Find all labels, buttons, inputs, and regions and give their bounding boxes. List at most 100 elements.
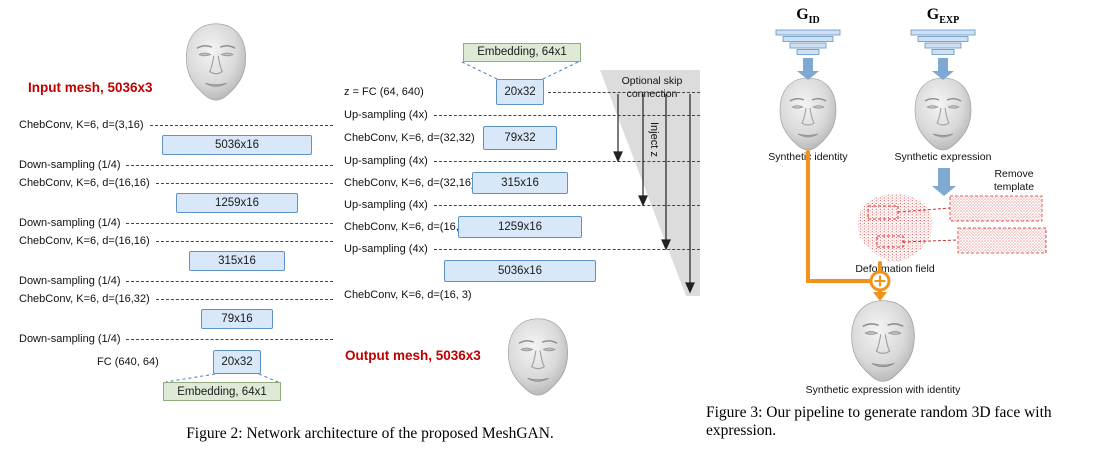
layer-row: Down-sampling (1/4) — [15, 330, 333, 348]
dashed-line — [149, 124, 333, 126]
layer-label: ChebConv, K=6, d=(32,16) — [344, 177, 475, 189]
skip-connection-label: Optional skip connection — [621, 75, 683, 101]
dashed-line — [126, 338, 333, 340]
result-face — [852, 301, 915, 382]
layer-row: Up-sampling (4x) — [340, 106, 700, 124]
embedding-row: Embedding, 64x1 — [340, 40, 700, 64]
layer-label: ChebConv, K=6, d=(32,32) — [344, 132, 475, 144]
generator-id-title: GID — [778, 6, 838, 26]
layer-row: ChebConv, K=6, d=(32,16) 315x16 — [340, 170, 700, 196]
layer-row: ChebConv, K=6, d=(16,16) — [15, 232, 333, 250]
layer-label: ChebConv, K=6, d=(16,16) — [19, 177, 150, 189]
synthetic-expression-face — [915, 78, 971, 150]
feature-row: 79x16 — [15, 308, 333, 330]
layer-row: ChebConv, K=6, d=(16,32) — [15, 290, 333, 308]
down-arrow-id-icon — [797, 58, 819, 80]
layer-label: ChebConv, K=6, d=(3,16) — [19, 119, 144, 131]
result-label: Synthetic expression with identity — [805, 384, 961, 396]
layer-row: ChebConv, K=6, d=(16,16) 1259x16 — [340, 214, 700, 240]
remove-template-arrow-icon — [932, 168, 956, 196]
feature-row: 1259x16 — [15, 192, 333, 214]
dashed-line — [155, 240, 333, 242]
feature-map-box: 315x16 — [189, 251, 285, 271]
dashed-line — [155, 298, 333, 300]
inject-z-label: Inject z — [648, 122, 660, 157]
layer-label: Down-sampling (1/4) — [19, 275, 121, 287]
feature-map-box: 79x32 — [483, 126, 557, 150]
layer-row: Down-sampling (1/4) — [15, 214, 333, 232]
dashed-line — [126, 222, 333, 224]
feature-row: 5036x16 — [340, 258, 700, 284]
output-mesh-label: Output mesh, 5036x3 — [345, 348, 481, 363]
input-face-mesh — [186, 24, 245, 100]
gid-main: G — [796, 6, 809, 23]
synthetic-expression-label: Synthetic expression — [894, 151, 992, 163]
gexp-sub: EXP — [939, 15, 960, 27]
layer-row: ChebConv, K=6, d=(32,32) 79x32 — [340, 124, 700, 152]
layer-row: Up-sampling (4x) — [340, 152, 700, 170]
latent-box: 20x32 — [496, 79, 544, 105]
fc-label: z = FC (64, 640) — [344, 86, 424, 98]
feature-map-box: 1259x16 — [176, 193, 298, 213]
layer-label: Up-sampling (4x) — [344, 155, 428, 167]
gexp-main: G — [926, 6, 940, 23]
decoder-column: Embedding, 64x1 z = FC (64, 640) 20x32 U… — [340, 40, 700, 306]
dashed-line — [433, 248, 700, 250]
feature-map-box: 1259x16 — [458, 216, 582, 238]
layer-label: Down-sampling (1/4) — [19, 217, 121, 229]
feature-map-box: 79x16 — [201, 309, 273, 329]
dashed-line — [126, 280, 333, 282]
encoder-column: ChebConv, K=6, d=(3,16) 5036x16 Down-sam… — [15, 116, 333, 376]
feature-row: 5036x16 — [15, 134, 333, 156]
deformation-field-face — [857, 194, 933, 262]
deformation-zoom-boxes — [867, 205, 959, 248]
dashed-line — [548, 92, 700, 93]
layer-label: ChebConv, K=6, d=(16,16) — [19, 235, 150, 247]
input-mesh-label: Input mesh, 5036x3 — [28, 80, 153, 95]
latent-box: 20x32 — [213, 350, 261, 374]
layer-row: Down-sampling (1/4) — [15, 272, 333, 290]
fc-row: FC (640, 64) 20x32 — [15, 348, 333, 376]
output-face-mesh — [508, 319, 567, 395]
synthetic-identity-label: Synthetic identity — [768, 151, 848, 163]
layer-label: ChebConv, K=6, d=(16,32) — [19, 293, 150, 305]
remove-template-label: Remove template — [993, 168, 1035, 193]
dashed-line — [433, 160, 700, 162]
layer-label: Up-sampling (4x) — [344, 243, 428, 255]
fc-label: FC (640, 64) — [97, 356, 159, 368]
figure2-caption: Figure 2: Network architecture of the pr… — [186, 425, 554, 442]
dashed-line — [433, 204, 700, 206]
layer-label: Up-sampling (4x) — [344, 109, 428, 121]
deformation-zoom-patch-2 — [957, 227, 1047, 254]
generator-exp-title: GEXP — [913, 6, 973, 26]
merge-arrowhead-icon — [873, 292, 887, 301]
layer-row: Up-sampling (4x) — [340, 196, 700, 214]
layer-label: Down-sampling (1/4) — [19, 159, 121, 171]
feature-map-box: 315x16 — [472, 172, 568, 194]
dashed-line — [155, 182, 333, 184]
down-arrow-exp-icon — [932, 58, 954, 80]
feature-map-box: 5036x16 — [162, 135, 312, 155]
layer-row: ChebConv, K=6, d=(16,16) — [15, 174, 333, 192]
deformation-field-label: Deformation field — [855, 263, 935, 275]
synthetic-identity-face — [780, 78, 836, 150]
dashed-line — [126, 164, 333, 166]
gid-sub: ID — [808, 15, 820, 27]
fc-row: z = FC (64, 640) 20x32 — [340, 78, 700, 106]
generator-id-pyramid — [775, 29, 841, 55]
layer-label: Down-sampling (1/4) — [19, 333, 121, 345]
embedding-box: Embedding, 64x1 — [163, 382, 281, 401]
dashed-line — [433, 114, 700, 116]
plus-sign — [874, 275, 886, 287]
layer-label: ChebConv, K=6, d=(16, 3) — [344, 289, 472, 301]
layer-label: Up-sampling (4x) — [344, 199, 428, 211]
feature-row: 315x16 — [15, 250, 333, 272]
layer-row: ChebConv, K=6, d=(3,16) — [15, 116, 333, 134]
deformation-zoom-patch-1 — [949, 195, 1043, 222]
feature-map-box: 5036x16 — [444, 260, 596, 282]
embedding-box: Embedding, 64x1 — [463, 42, 581, 62]
generator-exp-pyramid — [910, 29, 976, 55]
layer-label: ChebConv, K=6, d=(16,16) — [344, 221, 475, 233]
layer-row: Up-sampling (4x) — [340, 240, 700, 258]
